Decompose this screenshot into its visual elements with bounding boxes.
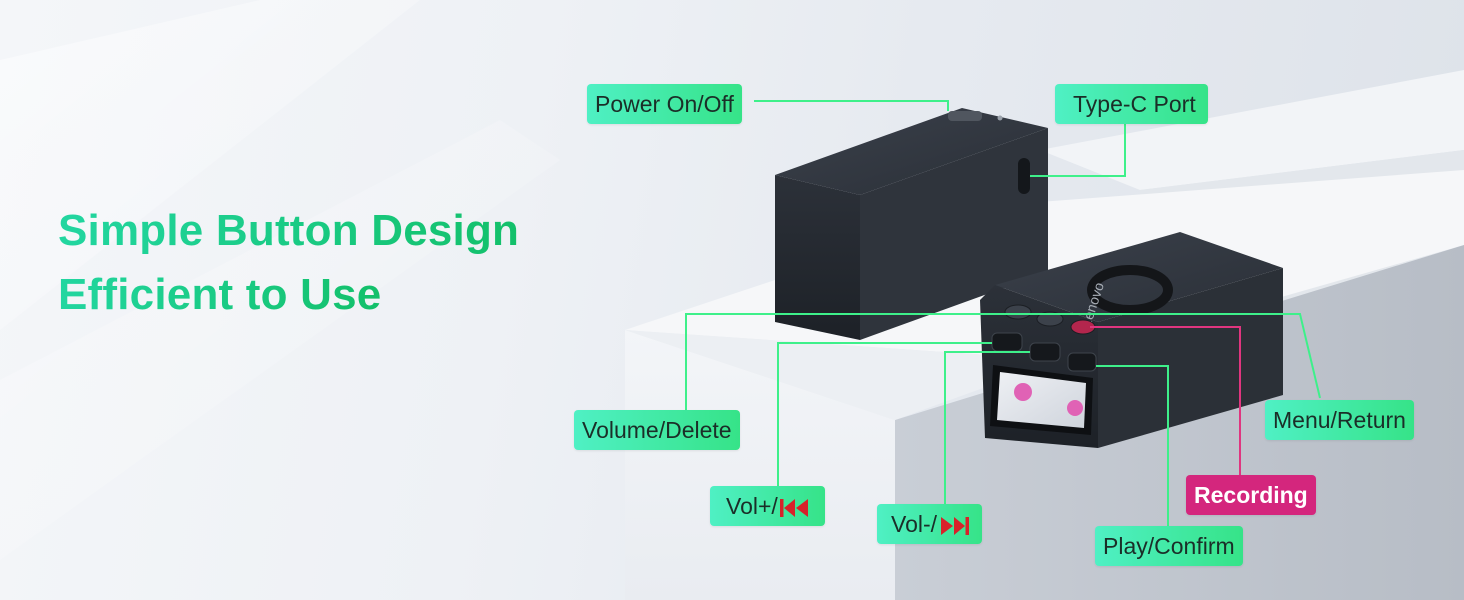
leader-typec: [1030, 124, 1126, 177]
callout-power: Power On/Off: [587, 84, 742, 124]
callout-vol-plus: Vol+/: [710, 486, 825, 526]
callout-play-confirm: Play/Confirm: [1095, 526, 1243, 566]
record-icon-on-screen: [1067, 400, 1083, 416]
callout-recording: Recording: [1186, 475, 1316, 515]
leader-vol-minus: [944, 351, 1030, 504]
vol-minus-button: [1029, 342, 1061, 362]
plinth-back-top: [1040, 70, 1464, 190]
callout-typec: Type-C Port: [1055, 84, 1208, 124]
callout-vol-minus-label: Vol-/: [891, 511, 938, 537]
record-icon-on-screen: [1014, 383, 1032, 401]
vol-plus-button: [991, 332, 1023, 352]
light-streak: [0, 120, 560, 560]
speaker-ring: [1087, 265, 1173, 315]
device-right-top: [995, 232, 1283, 322]
leader-power: [754, 100, 949, 111]
menu-button: [1004, 304, 1032, 320]
callout-vol-plus-label: Vol+/: [726, 493, 778, 519]
status-led: [997, 115, 1003, 121]
power-switch: [948, 111, 982, 121]
leader-play-confirm: [1096, 365, 1169, 526]
headline-line-1: Simple Button Design: [58, 206, 520, 255]
headline-line-2: Efficient to Use: [58, 270, 382, 319]
skip-forward-icon: [941, 516, 970, 535]
light-streak: [0, 0, 420, 330]
volume-delete-button: [1036, 311, 1064, 327]
leader-volume-delete: [685, 313, 1321, 410]
device-left-top: [775, 108, 1048, 195]
leader-recording: [1090, 326, 1241, 475]
device-left-front: [775, 175, 860, 340]
callout-vol-minus: Vol-/: [877, 504, 983, 544]
skip-back-icon: [779, 498, 808, 517]
play-confirm-button: [1067, 352, 1097, 372]
type-c-slot: [1018, 158, 1030, 194]
callout-volume-delete: Volume/Delete: [574, 410, 740, 450]
leader-vol-plus: [777, 342, 992, 486]
callout-menu-return: Menu/Return: [1265, 400, 1414, 440]
